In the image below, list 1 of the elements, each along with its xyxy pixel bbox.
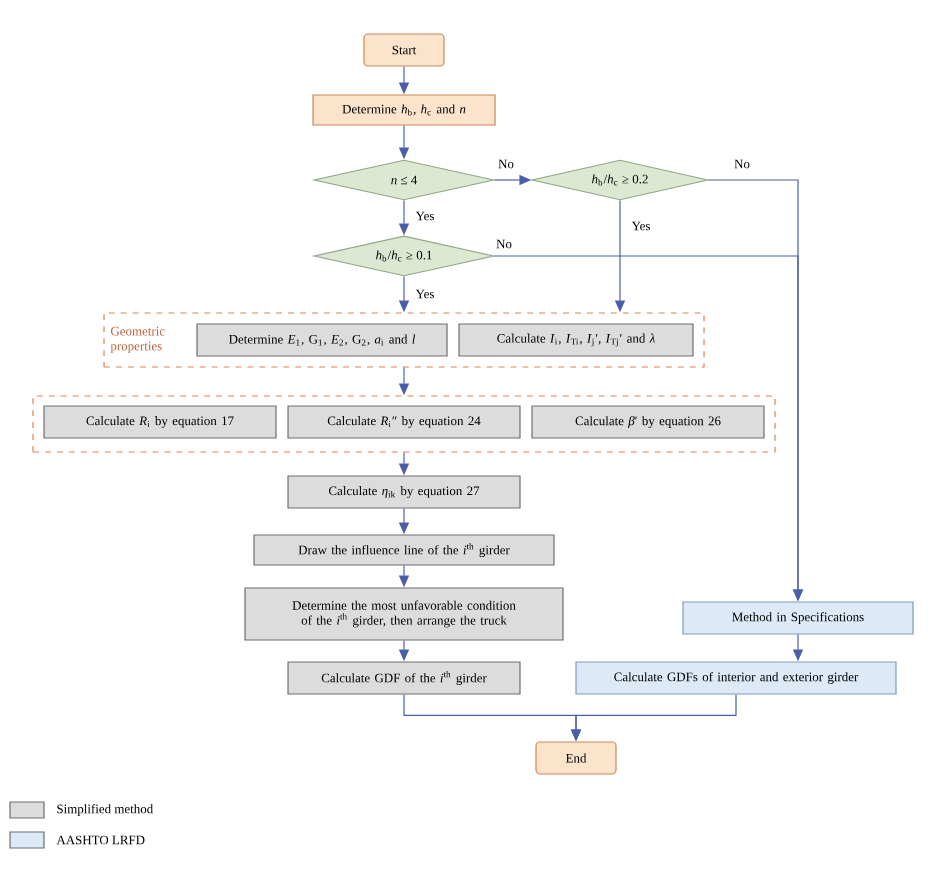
group-frame [32,395,776,453]
